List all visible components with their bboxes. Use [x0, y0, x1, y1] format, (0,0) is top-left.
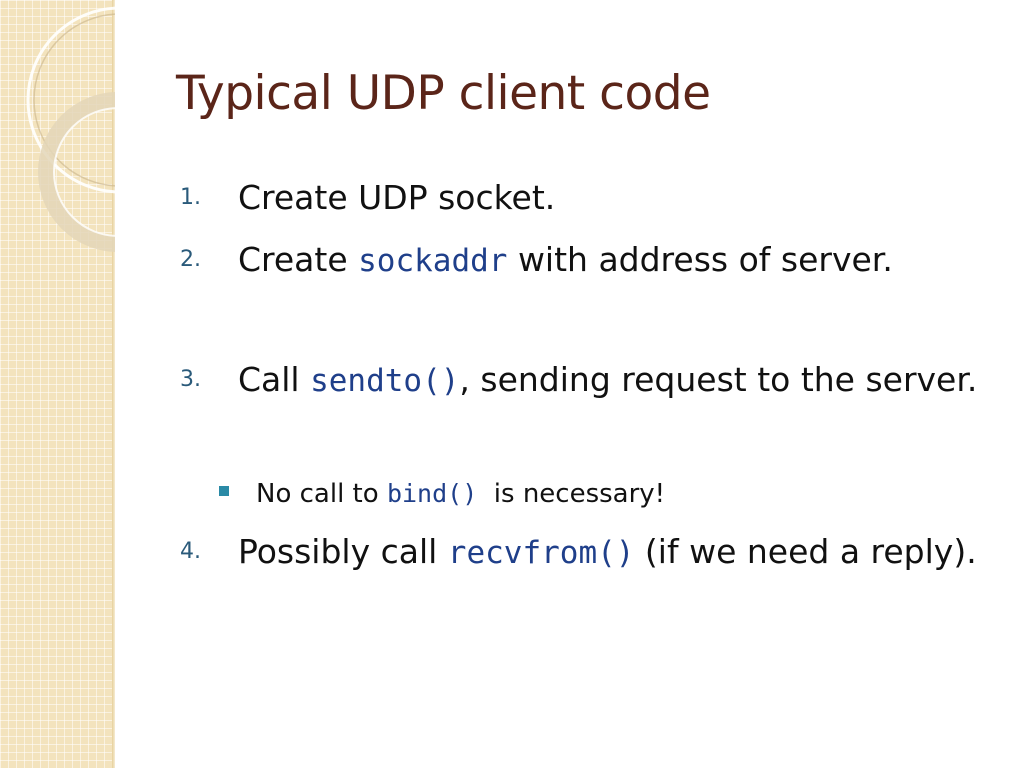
- list-item-text: (if we need a reply).: [634, 532, 977, 571]
- list-number: 3.: [180, 367, 201, 392]
- list-item: 4. Possibly call recvfrom() (if we need …: [180, 522, 978, 583]
- list-item-text: Create: [238, 240, 359, 279]
- code-bind: bind(): [386, 479, 478, 508]
- sub-item-text: No call to: [256, 479, 387, 509]
- list-item-text: Call: [238, 360, 311, 399]
- sub-item-text: is necessary!: [477, 479, 666, 509]
- list-item: 1. Create UDP socket.: [180, 168, 978, 228]
- square-bullet-icon: [219, 486, 229, 496]
- list-item: 2. Create sockaddr with address of serve…: [180, 230, 978, 291]
- slide-title: Typical UDP client code: [176, 66, 711, 121]
- sub-list-item: No call to bind() is necessary!: [256, 474, 665, 514]
- list-number: 2.: [180, 247, 201, 272]
- list-number: 4.: [180, 539, 201, 564]
- code-sockaddr: sockaddr: [358, 243, 508, 279]
- decorative-rings: [26, 6, 115, 252]
- list-item-text: , sending request to the server.: [459, 360, 978, 399]
- list-item-text: Possibly call: [238, 532, 448, 571]
- sidebar-edge: [112, 0, 115, 768]
- list-item: 3. Call sendto(), sending request to the…: [180, 350, 978, 411]
- code-recvfrom: recvfrom(): [447, 535, 635, 571]
- list-item-text: with address of server.: [507, 240, 893, 279]
- list-item-text: Create UDP socket.: [238, 178, 556, 217]
- list-number: 1.: [180, 185, 201, 210]
- code-sendto: sendto(): [310, 363, 460, 399]
